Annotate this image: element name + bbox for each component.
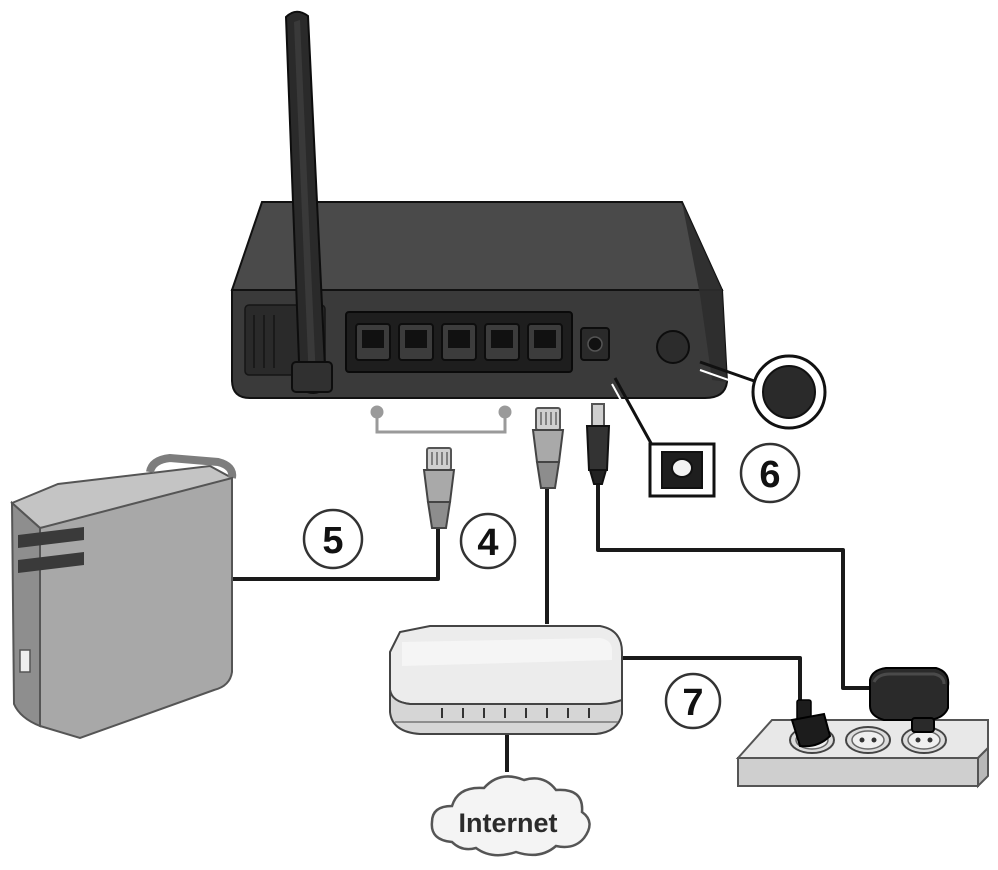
lan-port-2 bbox=[398, 323, 434, 361]
lan-connector-icon bbox=[422, 447, 456, 529]
router-power-jack bbox=[580, 327, 610, 361]
callout-7: 7 bbox=[664, 672, 722, 730]
router-vent-slots bbox=[253, 315, 275, 368]
cables bbox=[230, 484, 872, 772]
router bbox=[230, 10, 729, 399]
lan-port-1 bbox=[355, 323, 391, 361]
svg-text:5: 5 bbox=[322, 520, 343, 562]
dc-power-plug-icon bbox=[585, 403, 611, 485]
modem-plug-icon bbox=[790, 699, 832, 748]
router-ethernet-ports bbox=[355, 323, 563, 361]
pc-drive-bay-2 bbox=[18, 552, 84, 573]
pc-drive-bay-1 bbox=[18, 527, 84, 548]
pc-ethernet-cable bbox=[230, 528, 440, 581]
lan-port-3 bbox=[441, 323, 477, 361]
modem-power-cable bbox=[620, 656, 802, 702]
modem bbox=[389, 625, 623, 735]
power-button-zoom bbox=[751, 354, 827, 430]
power-adapter-cable bbox=[596, 484, 872, 690]
svg-text:4: 4 bbox=[477, 522, 498, 564]
svg-text:7: 7 bbox=[682, 682, 703, 724]
pc-side bbox=[39, 476, 233, 740]
callout-6: 6 bbox=[739, 442, 801, 504]
power-strip-front bbox=[737, 757, 979, 787]
power-strip-side bbox=[977, 745, 989, 789]
pc-front-ports bbox=[19, 649, 31, 673]
power-adapter-icon bbox=[869, 667, 950, 733]
internet-cloud-icon: Internet bbox=[430, 775, 591, 857]
callout-5: 5 bbox=[302, 508, 364, 570]
modem-top-highlight bbox=[402, 638, 612, 666]
pc-handle bbox=[146, 453, 237, 479]
power-strip bbox=[735, 719, 989, 789]
power-jack-zoom bbox=[648, 442, 716, 498]
lan-ports-bracket bbox=[370, 405, 512, 434]
callout-4: 4 bbox=[459, 512, 517, 570]
antenna-base bbox=[291, 361, 333, 393]
router-side-shade bbox=[682, 202, 727, 382]
router-power-button bbox=[656, 330, 690, 364]
modem-status-leds bbox=[441, 708, 590, 718]
lan-port-4 bbox=[484, 323, 520, 361]
internet-label: Internet bbox=[458, 808, 557, 838]
antenna-highlight bbox=[294, 20, 316, 382]
socket-3 bbox=[901, 726, 947, 754]
socket-2 bbox=[845, 726, 891, 754]
wan-port bbox=[527, 323, 563, 361]
pc-tower bbox=[10, 453, 237, 740]
svg-text:6: 6 bbox=[759, 454, 780, 496]
wan-connector-icon bbox=[531, 407, 565, 489]
